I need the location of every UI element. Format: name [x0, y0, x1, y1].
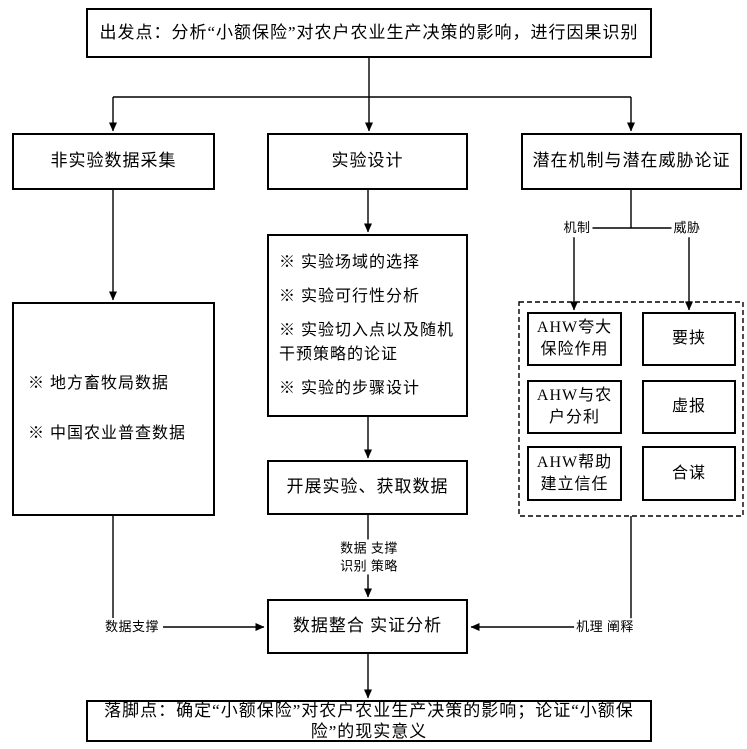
data-source-item: ※ 中国农业普查数据 [28, 425, 187, 442]
end-box: 落脚点：确定“小额保险”对农户农业生产决策的影响；论证“小额保 险”的现实意义 [86, 700, 652, 742]
non-experimental-data-box: ※ 地方畜牧局数据 ※ 中国农业普查数据 [12, 302, 215, 516]
edge-label-data-support-strategy: 数据 支撑 识别 策略 [338, 539, 400, 575]
experiment-design-steps-box: ※ 实验场域的选择 ※ 实验可行性分析 ※ 实验切入点以及随机 干预策略的论证 … [267, 234, 468, 417]
mechanism-item-box: AHW帮助 建立信任 [527, 446, 622, 501]
edge-label-threat: 威胁 [671, 219, 703, 237]
edge-label-mechanism-explanation: 机理 阐释 [574, 618, 636, 636]
design-step-item: ※ 实验的步骤设计 [279, 379, 421, 397]
edge-label-mechanism: 机制 [561, 219, 593, 237]
threat-item-box: 合谋 [642, 446, 736, 501]
data-source-item: ※ 地方畜牧局数据 [28, 375, 170, 393]
threat-item-box: 虚报 [642, 380, 736, 434]
design-step-item: ※ 实验切入点以及随机 干预策略的论证 [279, 322, 455, 363]
conduct-experiment-box: 开展实验、获取数据 [267, 460, 468, 515]
mechanism-item-box: AHW与农 户分利 [527, 380, 622, 434]
design-step-item: ※ 实验可行性分析 [279, 288, 421, 306]
mechanism-item-box: AHW夸大 保险作用 [527, 312, 622, 366]
threat-item-box: 要挟 [642, 312, 736, 366]
branch-experiment-design-box: 实验设计 [267, 133, 468, 190]
start-box: 出发点：分析“小额保险”对农户农业生产决策的影响，进行因果识别 [86, 8, 652, 58]
branch-non-experimental-box: 非实验数据采集 [12, 133, 215, 190]
edge-label-data-support: 数据支撑 [102, 618, 162, 636]
branch-mechanism-threat-box: 潜在机制与潜在威胁论证 [521, 133, 742, 190]
integration-analysis-box: 数据整合 实证分析 [267, 599, 468, 654]
design-step-item: ※ 实验场域的选择 [279, 254, 421, 271]
